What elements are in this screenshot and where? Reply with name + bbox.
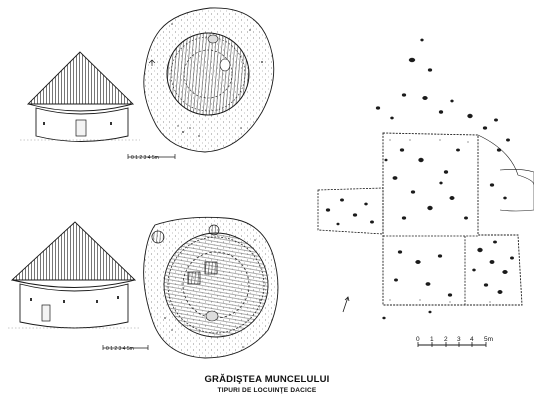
scale-bar-bottom: 0 1 2 3 4 5m <box>102 345 149 352</box>
scale-bar-large: 0 1 2 3 4 5m <box>416 336 493 347</box>
plate-title: GRĂDIŞTEA MUNCELULUI <box>204 374 330 385</box>
hut-drawing-bottom <box>8 221 140 329</box>
plan-circular-top <box>143 7 275 153</box>
plan-circular-bottom <box>143 216 279 359</box>
scale-tick-0: 0 <box>416 336 420 343</box>
hut-drawing-top <box>20 51 140 142</box>
scale-tick-1: 1 <box>430 336 434 343</box>
plate-subtitle: TIPURI DE LOCUINŢE DACICE <box>217 387 317 394</box>
scale-tick-5: 5m <box>484 336 493 343</box>
scale-bar-top: 0 1 2 3 4 5m <box>127 154 176 161</box>
north-arrow-icon <box>342 296 350 313</box>
scale-tick-2: 2 <box>444 336 448 343</box>
scale-tick-4: 4 <box>470 336 474 343</box>
scale-bar-top-label: 0 1 2 3 4 5m <box>131 155 159 161</box>
scale-tick-3: 3 <box>457 336 461 343</box>
scale-bar-bottom-label: 0 1 2 3 4 5m <box>106 346 134 352</box>
north-arrow-icon <box>148 59 156 66</box>
plan-rectangular-right <box>317 38 534 320</box>
